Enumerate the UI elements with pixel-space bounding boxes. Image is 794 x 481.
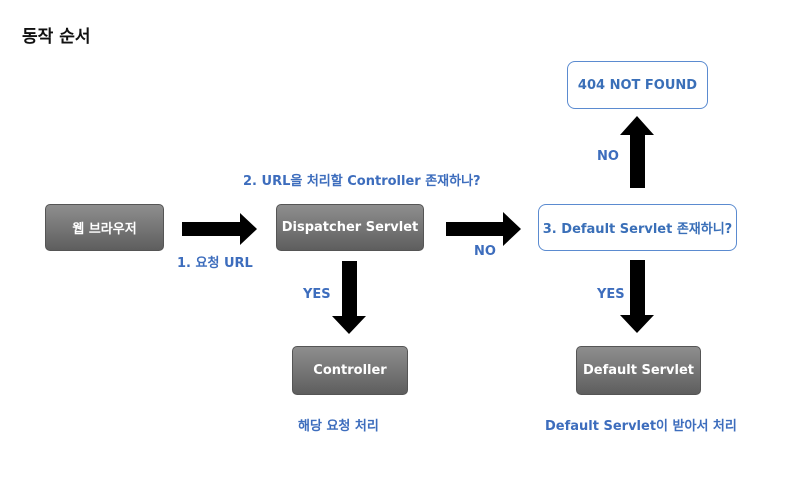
request-url-label: 1. 요청 URL bbox=[177, 256, 253, 271]
yes-label-controller: YES bbox=[303, 287, 331, 302]
arrow-down-yes-right bbox=[620, 260, 654, 333]
controller-note: 해당 요청 처리 bbox=[298, 419, 379, 434]
arrow-down-yes bbox=[332, 261, 366, 334]
arrow-up-no bbox=[620, 116, 654, 188]
web-browser-node: 웹 브라우저 bbox=[45, 204, 164, 251]
no-label-right: NO bbox=[474, 244, 496, 259]
no-label-up: NO bbox=[597, 149, 619, 164]
dispatcher-servlet-node: Dispatcher Servlet bbox=[276, 204, 424, 251]
arrow-right-no bbox=[446, 212, 521, 246]
yes-label-default: YES bbox=[597, 287, 625, 302]
controller-question-label: 2. URL을 처리할 Controller 존재하나? bbox=[243, 174, 481, 189]
default-servlet-note: Default Servlet이 받아서 처리 bbox=[545, 419, 737, 434]
controller-node: Controller bbox=[292, 346, 408, 395]
not-found-node: 404 NOT FOUND bbox=[567, 61, 708, 109]
default-servlet-node: Default Servlet bbox=[576, 346, 701, 395]
default-servlet-check-node: 3. Default Servlet 존재하니? bbox=[538, 204, 737, 251]
arrow-right-request bbox=[182, 213, 257, 245]
page-title: 동작 순서 bbox=[22, 27, 91, 47]
